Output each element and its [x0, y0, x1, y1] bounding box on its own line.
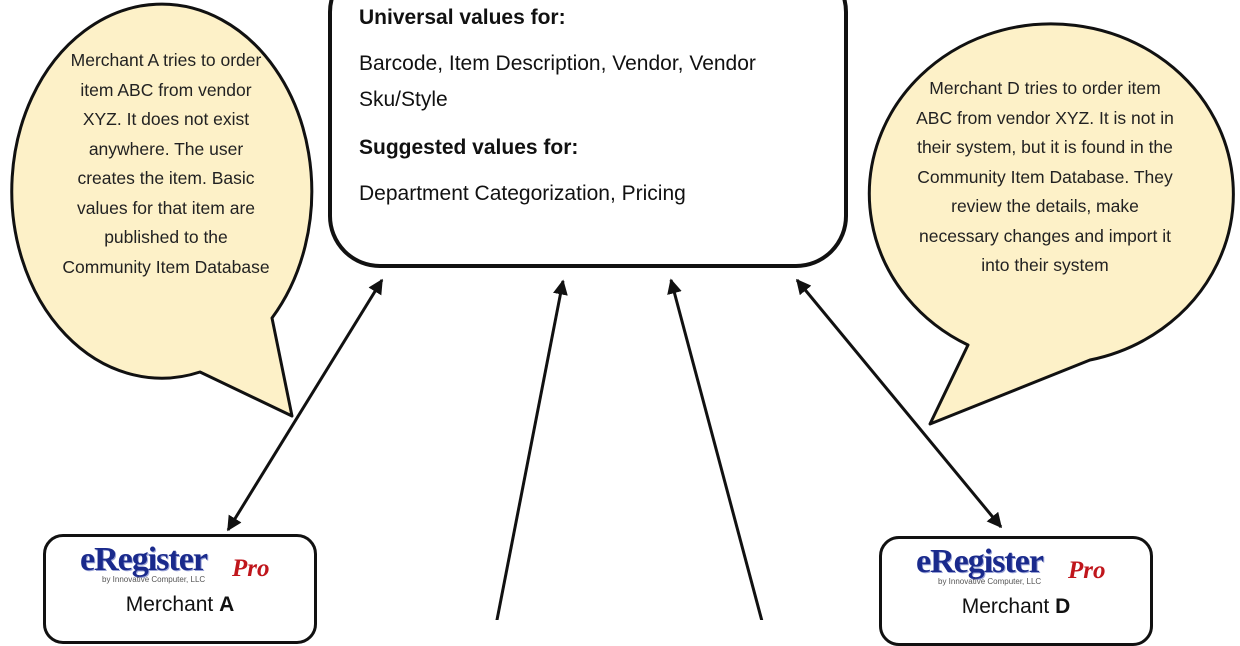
- universal-values-heading: Universal values for:: [359, 6, 566, 29]
- merchant-d-label: Merchant D: [882, 595, 1150, 619]
- merchant-d-letter: D: [1055, 595, 1071, 618]
- logo-pro-text: Pro: [232, 555, 270, 582]
- diagram-canvas: [10, 2, 1235, 620]
- eregister-pro-logo: eRegister Pro by Innovative Computer, LL…: [916, 543, 1126, 589]
- merchant-a-label: Merchant A: [46, 593, 314, 617]
- suggested-values-list: Department Categorization, Pricing: [359, 182, 686, 205]
- arrow-merchant-b-to-database: [495, 279, 568, 620]
- bubble-d-text: Merchant D tries to order item ABC from …: [916, 78, 1174, 275]
- merchant-d-prefix: Merchant: [961, 595, 1056, 618]
- logo-main-text: eRegister: [916, 543, 1044, 580]
- logo-sub-text: by Innovative Computer, LLC: [102, 575, 206, 584]
- merchant-a-prefix: Merchant: [125, 593, 220, 616]
- arrow-merchant-c-to-database: [667, 278, 764, 620]
- logo-sub-text: by Innovative Computer, LLC: [938, 577, 1042, 586]
- eregister-pro-logo: eRegister Pro by Innovative Computer, LL…: [80, 541, 290, 587]
- universal-values-list: Barcode, Item Description, Vendor, Vendo…: [359, 52, 756, 111]
- logo-pro-text: Pro: [1068, 557, 1106, 584]
- suggested-values-heading: Suggested values for:: [359, 136, 579, 159]
- community-item-database-box: [328, 0, 848, 268]
- merchant-d-box: eRegister Pro by Innovative Computer, LL…: [879, 536, 1153, 646]
- arrow-merchant-a-to-database: [226, 278, 384, 532]
- logo-main-text: eRegister: [80, 541, 208, 578]
- merchant-a-box: eRegister Pro by Innovative Computer, LL…: [43, 534, 317, 644]
- bubble-a-text: Merchant A tries to order item ABC from …: [62, 50, 270, 277]
- arrow-merchant-d-to-database: [795, 278, 1003, 529]
- merchant-a-letter: A: [219, 593, 235, 616]
